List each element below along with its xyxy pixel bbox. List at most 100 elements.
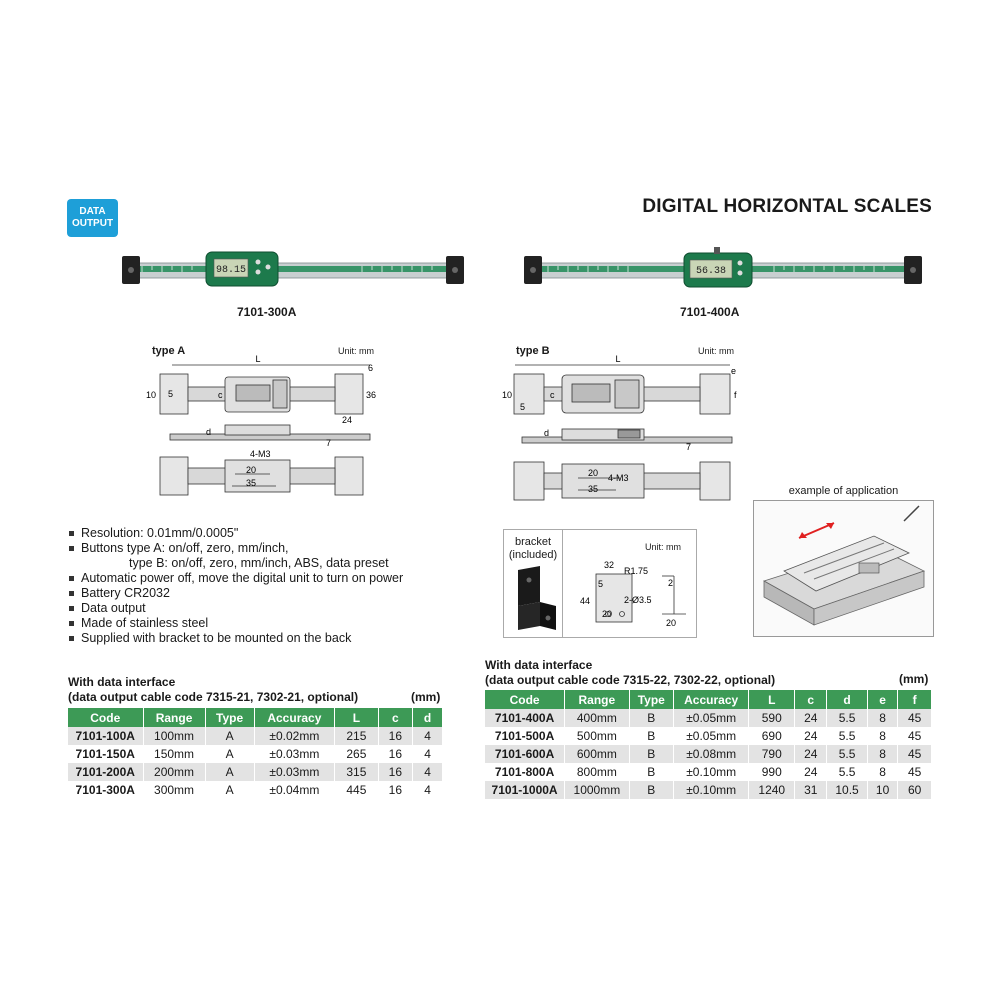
cell: 300mm bbox=[143, 781, 206, 799]
left-spec-table: Code Range Type Accuracy L c d 7101-100A… bbox=[68, 708, 443, 799]
cell: 10 bbox=[867, 781, 899, 799]
col-type: Type bbox=[205, 708, 255, 727]
cell: 7101-400A bbox=[485, 709, 566, 727]
cell: 8 bbox=[867, 709, 899, 727]
scale-300a-image: 98.15 bbox=[122, 251, 464, 287]
cell: 31 bbox=[794, 781, 828, 799]
table-row: 7101-300A 300mm A ±0.04mm 445 16 4 bbox=[68, 781, 443, 799]
type-b-drawing: L e 10 5 c f d 7 20 4-M3 35 bbox=[502, 354, 737, 501]
feature-item: Resolution: 0.01mm/0.0005" bbox=[68, 526, 403, 541]
type-b-dim-L: L bbox=[615, 354, 620, 364]
type-b-dim-10: 10 bbox=[502, 390, 512, 400]
type-a-dim-m3: 4-M3 bbox=[250, 449, 271, 459]
cell: 7101-300A bbox=[68, 781, 144, 799]
left-table-heading: With data interface (data output cable c… bbox=[68, 675, 358, 705]
bracket-included-label: (included) bbox=[508, 549, 558, 561]
feature-item: Supplied with bracket to be mounted on t… bbox=[68, 631, 403, 646]
feature-item: Battery CR2032 bbox=[68, 586, 403, 601]
table-row: 7101-150A 150mm A ±0.03mm 265 16 4 bbox=[68, 745, 443, 763]
cell: 5.5 bbox=[826, 745, 868, 763]
bracket-dim-44: 44 bbox=[580, 596, 590, 606]
type-a-dim-c: c bbox=[218, 390, 223, 400]
table-row: 7101-1000A 1000mm B ±0.10mm 1240 31 10.5… bbox=[485, 781, 932, 799]
cell: 4 bbox=[412, 763, 443, 781]
col-c: c bbox=[378, 708, 414, 727]
badge-line-2: OUTPUT bbox=[71, 218, 114, 229]
cell: A bbox=[205, 781, 255, 799]
bracket-dim-hole: 2-Ø3.5 bbox=[624, 595, 652, 605]
cell: 150mm bbox=[143, 745, 206, 763]
cell: ±0.03mm bbox=[254, 745, 336, 763]
bracket-dim-32: 32 bbox=[604, 560, 614, 570]
application-title: example of application bbox=[788, 485, 899, 497]
badge-line-1: DATA bbox=[79, 206, 106, 217]
cell: 590 bbox=[748, 709, 796, 727]
bracket-panel: bracket (included) Unit: mm 32 R1.75 2 5… bbox=[503, 529, 697, 638]
cell: 7101-1000A bbox=[485, 781, 566, 799]
type-a-dim-6: 6 bbox=[368, 363, 373, 373]
type-b-label: type B bbox=[516, 345, 550, 357]
cell: ±0.05mm bbox=[673, 709, 750, 727]
right-display-readout: 56.38 bbox=[696, 266, 726, 277]
table-row: 7101-200A 200mm A ±0.03mm 315 16 4 bbox=[68, 763, 443, 781]
table-row: 7101-500A 500mm B ±0.05mm 690 24 5.5 8 4… bbox=[485, 727, 932, 745]
cell: 5.5 bbox=[826, 709, 868, 727]
bracket-dim-5: 5 bbox=[598, 579, 603, 589]
table-row: 7101-400A 400mm B ±0.05mm 590 24 5.5 8 4… bbox=[485, 709, 932, 727]
cell: 7101-200A bbox=[68, 763, 144, 781]
cell: 24 bbox=[794, 727, 828, 745]
type-a-dim-20: 20 bbox=[246, 465, 256, 475]
cell: 800mm bbox=[564, 763, 630, 781]
cell: 10.5 bbox=[826, 781, 868, 799]
cell: B bbox=[629, 727, 675, 745]
col-e: e bbox=[867, 690, 899, 709]
cell: A bbox=[205, 745, 255, 763]
cell: 16 bbox=[378, 727, 414, 745]
right-table-heading-2: (data output cable code 7315-22, 7302-22… bbox=[485, 673, 776, 687]
cell: 16 bbox=[378, 781, 414, 799]
cell: A bbox=[205, 727, 255, 745]
left-model-label: 7101-300A bbox=[237, 305, 297, 319]
cell: 500mm bbox=[564, 727, 630, 745]
cell: ±0.04mm bbox=[254, 781, 336, 799]
application-illustration bbox=[753, 500, 934, 637]
cell: B bbox=[629, 781, 675, 799]
cell: 8 bbox=[867, 763, 899, 781]
right-spec-table: Code Range Type Accuracy L c d e f 7101-… bbox=[485, 690, 932, 799]
feature-item: Automatic power off, move the digital un… bbox=[68, 571, 403, 586]
cell: 7101-500A bbox=[485, 727, 566, 745]
col-c: c bbox=[794, 690, 828, 709]
cell: 5.5 bbox=[826, 727, 868, 745]
cell: 690 bbox=[748, 727, 796, 745]
cell: 1000mm bbox=[564, 781, 630, 799]
cell: 265 bbox=[334, 745, 379, 763]
cell: ±0.05mm bbox=[673, 727, 750, 745]
cell: B bbox=[629, 745, 675, 763]
cell: 4 bbox=[412, 781, 443, 799]
left-table-heading-1: With data interface bbox=[68, 675, 176, 689]
bracket-unit: Unit: mm bbox=[645, 542, 681, 552]
type-b-unit: Unit: mm bbox=[698, 346, 734, 356]
left-table-heading-2: (data output cable code 7315-21, 7302-21… bbox=[68, 690, 359, 704]
scale-400a-image: 56.38 bbox=[524, 247, 922, 288]
type-a-dim-7: 7 bbox=[326, 438, 331, 448]
type-b-dim-d: d bbox=[544, 428, 549, 438]
cell: 4 bbox=[412, 745, 443, 763]
cell: 400mm bbox=[564, 709, 630, 727]
col-range: Range bbox=[143, 708, 206, 727]
col-f: f bbox=[897, 690, 932, 709]
cell: 60 bbox=[897, 781, 932, 799]
table-row: 7101-800A 800mm B ±0.10mm 990 24 5.5 8 4… bbox=[485, 763, 932, 781]
cell: 16 bbox=[378, 763, 414, 781]
cell: 445 bbox=[334, 781, 379, 799]
cell: 8 bbox=[867, 727, 899, 745]
feature-item: Made of stainless steel bbox=[68, 616, 403, 631]
cell: 5.5 bbox=[826, 763, 868, 781]
table-row: 7101-100A 100mm A ±0.02mm 215 16 4 bbox=[68, 727, 443, 745]
cell: 45 bbox=[897, 763, 932, 781]
cell: 4 bbox=[412, 727, 443, 745]
left-table-unit: (mm) bbox=[411, 690, 441, 704]
cell: 24 bbox=[794, 745, 828, 763]
type-b-dim-5: 5 bbox=[520, 402, 525, 412]
type-b-dim-f: f bbox=[734, 390, 737, 400]
